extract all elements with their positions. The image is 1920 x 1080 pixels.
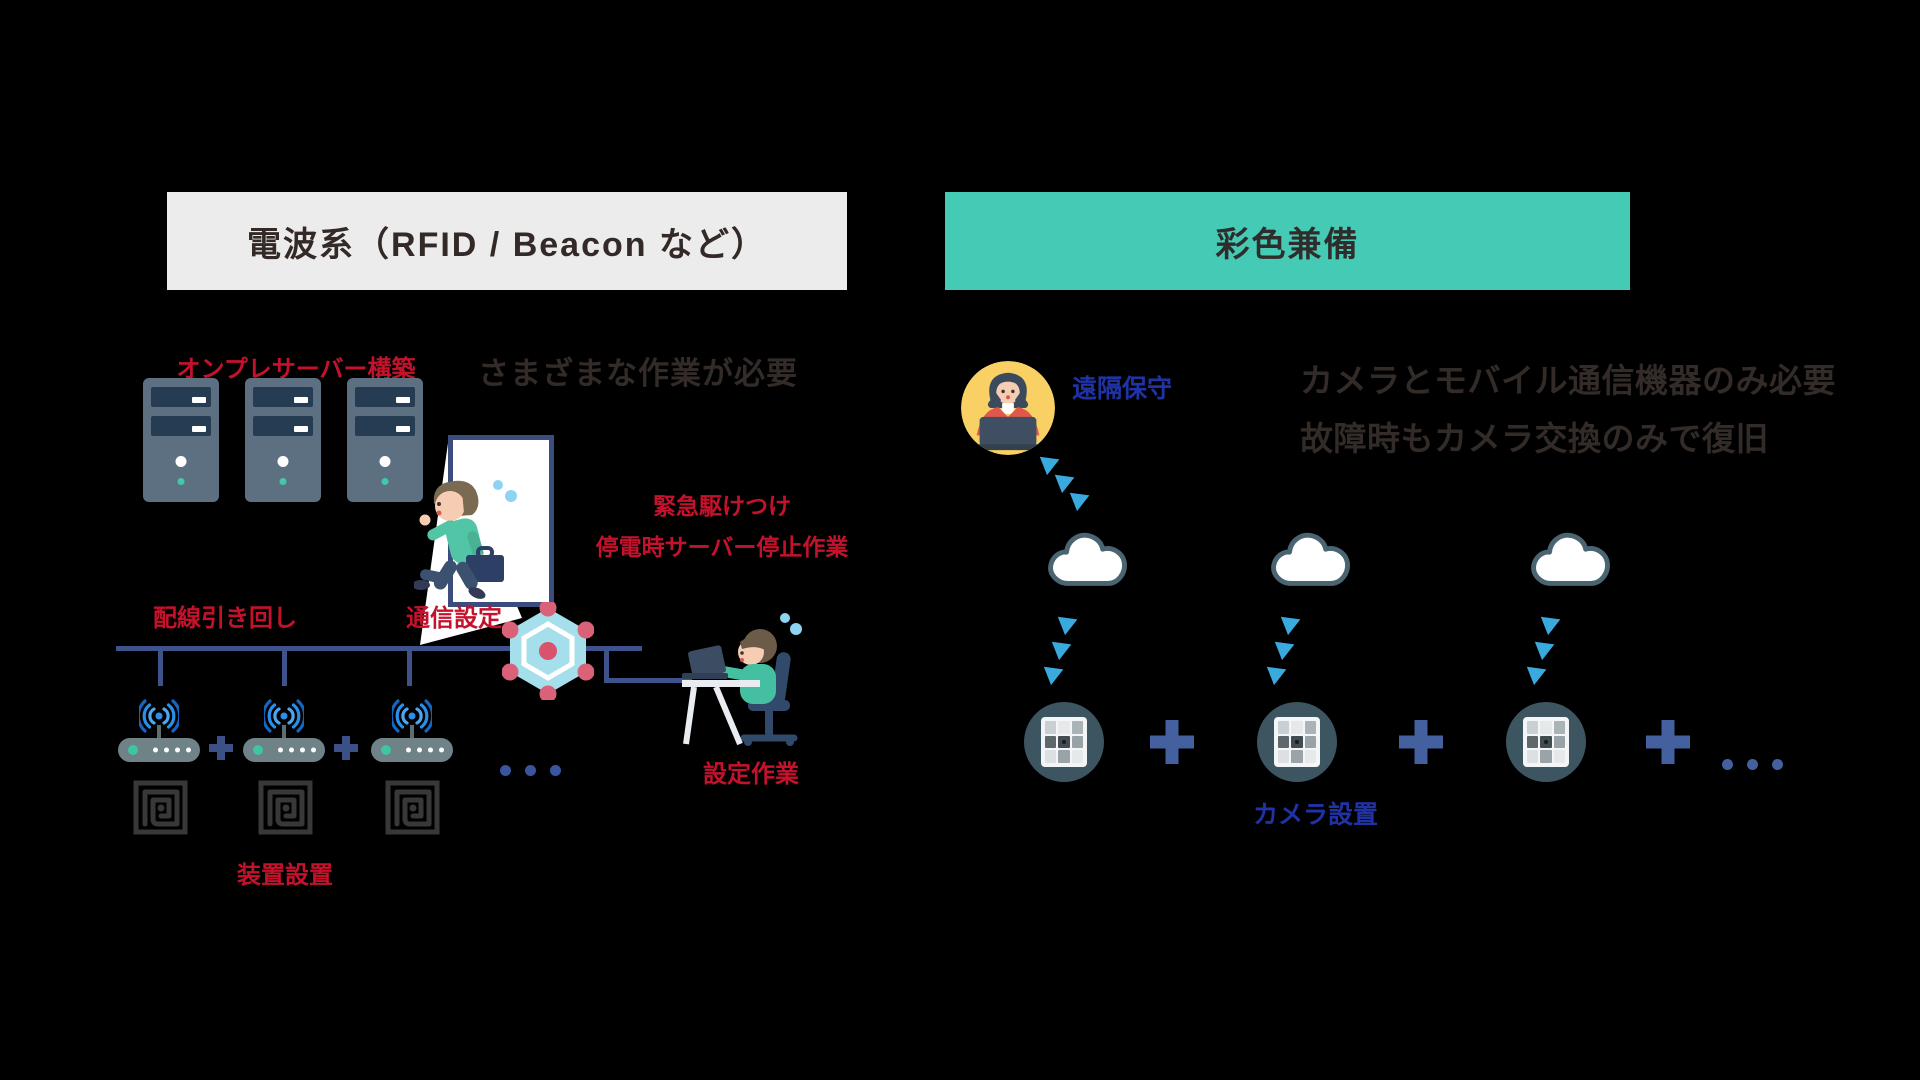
router-antenna [282, 725, 286, 739]
drop-line [282, 649, 287, 686]
router-status-dots [153, 747, 191, 753]
camera-lens-grid [1274, 717, 1320, 767]
server-power-dot [175, 456, 187, 467]
cloud-icon [1531, 532, 1610, 586]
server-drive-bay [355, 416, 415, 436]
sweat-drop-icon [505, 490, 517, 502]
server-led [381, 478, 389, 485]
router-status-dots [406, 747, 444, 753]
config-work-label: 設定作業 [703, 761, 799, 788]
router-icon [243, 698, 325, 762]
upload-arrow-icon [1268, 633, 1295, 661]
rfid-tag-icon [385, 780, 440, 835]
camera-lens-grid [1523, 717, 1569, 767]
upload-arrow-icon [1534, 608, 1561, 636]
upload-arrow-icon [1528, 633, 1555, 661]
router-antenna [157, 725, 161, 739]
router-status-dots [278, 747, 316, 753]
plus-icon [1399, 720, 1443, 764]
router-led [381, 745, 391, 755]
camera-install-label: カメラ設置 [1253, 801, 1379, 829]
desk-worker-icon [682, 613, 802, 746]
radio-waves-icon [139, 699, 179, 733]
camera-icon [1024, 702, 1104, 782]
cloud-icon [1271, 532, 1350, 586]
upload-arrow-icon [1037, 658, 1064, 686]
upload-arrow-icon [1048, 466, 1075, 494]
server-led [177, 478, 185, 485]
server-icon [143, 378, 219, 502]
upload-arrow-icon [1051, 608, 1078, 636]
router-antenna [410, 725, 414, 739]
sweat-drop-icon [780, 613, 790, 623]
hub-hexagon-icon [502, 602, 594, 700]
radio-waves-icon [264, 699, 304, 733]
upload-arrow-icon [1045, 633, 1072, 661]
router-icon [118, 698, 200, 762]
right-statement-line2: 故障時もカメラ交換のみで復旧 [1300, 420, 1769, 457]
plus-icon [209, 736, 233, 760]
right-panel-header: 彩色兼備 [945, 192, 1630, 290]
ellipsis-icon [1722, 759, 1783, 770]
running-person-icon [414, 480, 517, 599]
emergency-door-scene [414, 435, 610, 650]
router-led [128, 745, 138, 755]
wiring-label: 配線引き回し [153, 605, 297, 632]
left-statement: さまざまな作業が必要 [478, 356, 798, 391]
radio-waves-icon [392, 699, 432, 733]
server-icon [245, 378, 321, 502]
plus-icon [1646, 720, 1690, 764]
device-install-label: 装置設置 [237, 862, 333, 889]
power-outage-label: 停電時サーバー停止作業 [595, 534, 849, 560]
sweat-drop-icon [790, 623, 802, 635]
router-body [243, 738, 325, 762]
router-led [253, 745, 263, 755]
server-drive-bay [253, 387, 313, 407]
upload-arrow-icon [1520, 658, 1547, 686]
upload-arrow-icon [1063, 484, 1090, 512]
router-body [118, 738, 200, 762]
router-icon [371, 698, 453, 762]
server-drive-bay [253, 416, 313, 436]
server-power-dot [277, 456, 289, 467]
emergency-label: 緊急駆けつけ [653, 493, 791, 519]
drop-line [158, 649, 163, 686]
left-panel-header: 電波系（RFID / Beacon など） [167, 192, 847, 290]
camera-lens-grid [1041, 717, 1087, 767]
rfid-tag-icon [258, 780, 313, 835]
server-icon [347, 378, 423, 502]
server-drive-bay [151, 416, 211, 436]
rfid-tag-icon [133, 780, 188, 835]
plus-icon [1150, 720, 1194, 764]
server-drive-bay [355, 387, 415, 407]
server-drive-bay [151, 387, 211, 407]
camera-icon [1506, 702, 1586, 782]
network-bus-line [116, 646, 642, 651]
ellipsis-icon [500, 765, 561, 776]
operator-avatar-icon [961, 361, 1055, 455]
upload-arrow-icon [1274, 608, 1301, 636]
upload-arrow-icon [1033, 448, 1060, 476]
comm-setting-label: 通信設定 [406, 605, 502, 632]
cloud-icon [1048, 532, 1127, 586]
drop-line [407, 649, 412, 686]
sweat-drop-icon [493, 480, 503, 490]
remote-maintenance-label: 遠隔保守 [1072, 375, 1173, 403]
plus-icon [334, 736, 358, 760]
router-body [371, 738, 453, 762]
camera-icon [1257, 702, 1337, 782]
server-led [279, 478, 287, 485]
step-line-horizontal [604, 678, 692, 683]
server-power-dot [379, 456, 391, 467]
step-line-vertical [604, 646, 609, 683]
upload-arrow-icon [1260, 658, 1287, 686]
right-statement-line1: カメラとモバイル通信機器のみ必要 [1300, 362, 1836, 399]
